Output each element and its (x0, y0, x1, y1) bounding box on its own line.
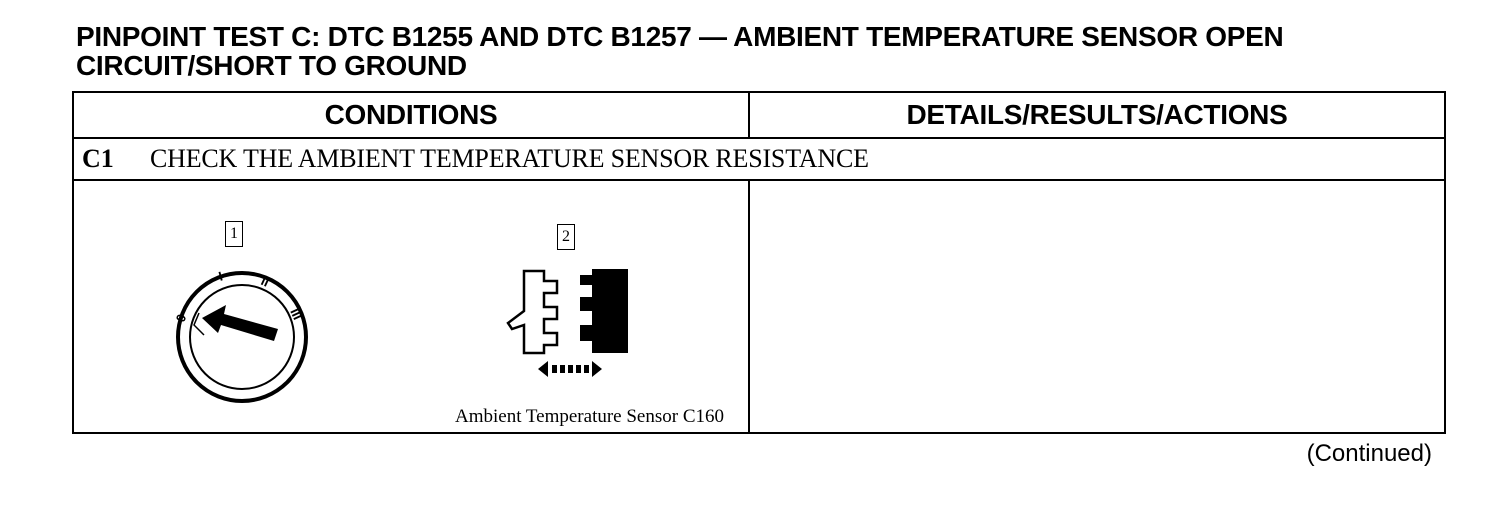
figure-caption: Ambient Temperature Sensor C160 (454, 406, 724, 427)
header-conditions: CONDITIONS (324, 99, 498, 130)
step-row-c1: C1 CHECK THE AMBIENT TEMPERATURE SENSOR … (74, 139, 1444, 181)
ignition-switch-icon: 0 I II III (173, 268, 308, 403)
details-cell (750, 181, 1444, 432)
pinpoint-test-table: CONDITIONS DETAILS/RESULTS/ACTIONS C1 CH… (72, 91, 1446, 434)
title-line-2: CIRCUIT/SHORT TO GROUND (76, 50, 467, 81)
continued-label: (Continued) (1306, 440, 1432, 467)
title-line-1: PINPOINT TEST C: DTC B1255 AND DTC B1257… (76, 21, 1284, 52)
step-id: C1 (82, 144, 114, 173)
callout-1: 1 (225, 221, 243, 247)
position-i-label: I (217, 268, 224, 283)
column-divider (748, 93, 750, 137)
step-text: CHECK THE AMBIENT TEMPERATURE SENSOR RES… (150, 144, 869, 173)
table-header-row: CONDITIONS DETAILS/RESULTS/ACTIONS (74, 93, 1444, 139)
callout-2: 2 (557, 224, 575, 250)
position-0-label: 0 (173, 312, 190, 324)
connector-disconnect-icon (506, 269, 628, 377)
header-details-results-actions: DETAILS/RESULTS/ACTIONS (906, 99, 1288, 130)
column-divider (748, 179, 750, 432)
page-title: PINPOINT TEST C: DTC B1255 AND DTC B1257… (76, 22, 1476, 80)
